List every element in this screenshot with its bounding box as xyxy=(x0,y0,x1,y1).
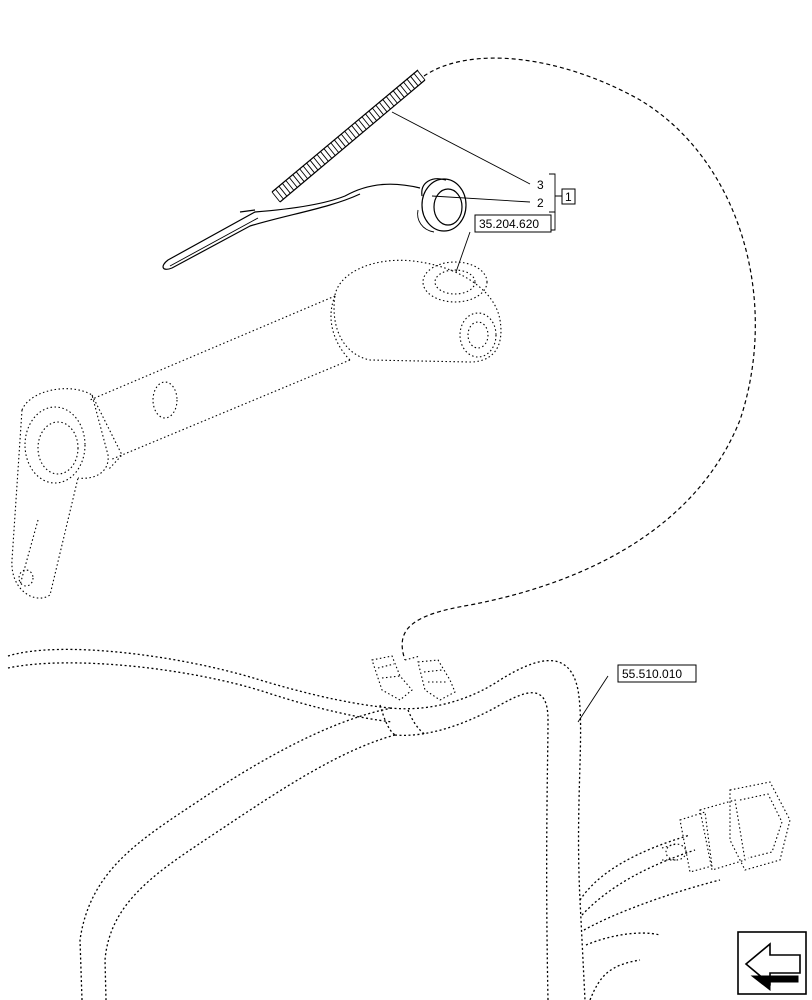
junction-connectors xyxy=(371,655,456,701)
group-ref-box xyxy=(561,188,576,205)
coil-spring xyxy=(271,69,426,203)
wire-run xyxy=(401,57,756,661)
harness-connector xyxy=(661,781,791,873)
callout-2: 2 xyxy=(537,196,544,210)
group-ref-label: 1 xyxy=(565,190,572,204)
leader-3 xyxy=(391,111,531,185)
leader-55510010 xyxy=(577,675,609,723)
temperature-probe xyxy=(162,178,467,270)
ref-label-35204620[interactable]: 35.204.620 xyxy=(479,217,539,231)
ref-box-55510010[interactable] xyxy=(617,664,697,683)
ref-label-55510010[interactable]: 55.510.010 xyxy=(622,667,682,681)
leader-2 xyxy=(431,195,531,203)
arm-housing xyxy=(11,259,502,599)
callout-3: 3 xyxy=(537,178,544,192)
callout-bracket xyxy=(549,173,562,213)
leader-35204620 xyxy=(455,231,471,273)
arrow-back-icon[interactable] xyxy=(737,931,807,995)
ref-box-35204620[interactable] xyxy=(474,214,552,233)
wiring-harness xyxy=(7,648,721,1000)
